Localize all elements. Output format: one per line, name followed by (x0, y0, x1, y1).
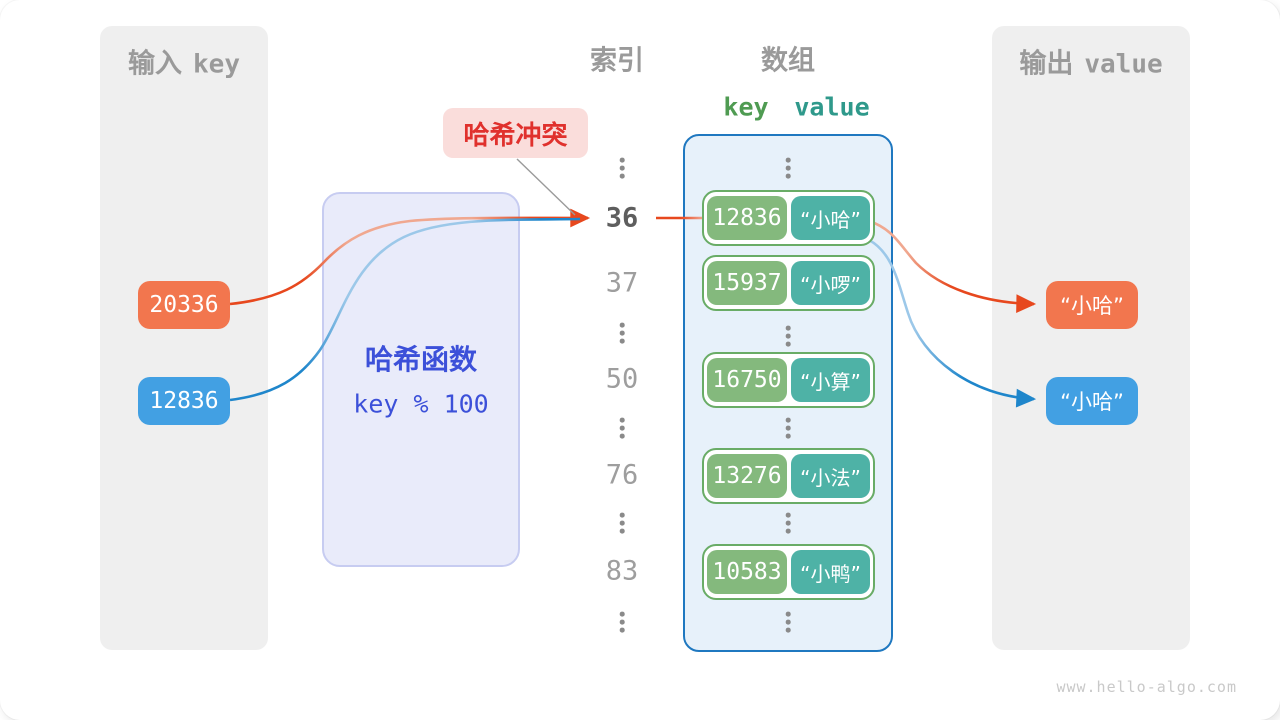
array-key: 12836 (707, 196, 787, 240)
output-panel (992, 26, 1190, 650)
array-row-index36: 12836 “小哈” (702, 190, 875, 246)
array-key: 10583 (707, 550, 787, 594)
array-value: “小法” (791, 454, 870, 498)
input-panel (100, 26, 268, 650)
index-ellipsis (619, 417, 625, 439)
output-value-blue: “小哈” (1046, 377, 1138, 425)
array-row-index76: 13276 “小法” (702, 448, 875, 504)
array-value: “小算” (791, 358, 870, 402)
input-title-zh: 输入 (128, 48, 183, 80)
array-key: 16750 (707, 358, 787, 402)
array-ellipsis (785, 611, 791, 633)
output-title-en: value (1084, 49, 1163, 80)
array-row-index50: 16750 “小算” (702, 352, 875, 408)
input-key-12836: 12836 (138, 377, 230, 425)
array-key: 15937 (707, 261, 787, 305)
array-value: “小啰” (791, 261, 870, 305)
index-ellipsis (619, 512, 625, 534)
index-76: 76 (605, 459, 639, 491)
array-ellipsis (785, 512, 791, 534)
index-ellipsis (619, 611, 625, 633)
hash-collision-badge: 哈希冲突 (443, 108, 588, 158)
array-row-index83: 10583 “小鸭” (702, 544, 875, 600)
output-panel-title: 输出 value (1019, 42, 1162, 81)
input-panel-title: 输入 key (128, 42, 240, 81)
watermark: www.hello-algo.com (1056, 678, 1237, 696)
array-ellipsis (785, 157, 791, 179)
array-key-header: key (723, 92, 769, 122)
array-value-header: value (794, 92, 870, 122)
index-50: 50 (605, 363, 639, 395)
index-ellipsis (619, 322, 625, 344)
line-collision-callout (516, 158, 576, 216)
output-value-orange: “小哈” (1046, 281, 1138, 329)
hash-function-name: 哈希函数 (364, 343, 478, 376)
array-row-index37: 15937 “小啰” (702, 255, 875, 311)
index-83: 83 (605, 555, 639, 587)
input-title-en: key (193, 49, 240, 80)
output-title-zh: 输出 (1019, 48, 1074, 80)
array-column-title: 数组 (761, 45, 815, 77)
array-ellipsis (785, 325, 791, 347)
input-key-20336: 20336 (138, 281, 230, 329)
array-value: “小哈” (791, 196, 870, 240)
index-ellipsis (619, 157, 625, 179)
index-37: 37 (605, 267, 639, 299)
hash-function-box (322, 192, 520, 567)
array-ellipsis (785, 417, 791, 439)
array-key: 13276 (707, 454, 787, 498)
array-value: “小鸭” (791, 550, 870, 594)
index-36: 36 (605, 202, 639, 234)
index-column-title: 索引 (590, 45, 644, 77)
hash-function-formula: key % 100 (353, 389, 489, 419)
